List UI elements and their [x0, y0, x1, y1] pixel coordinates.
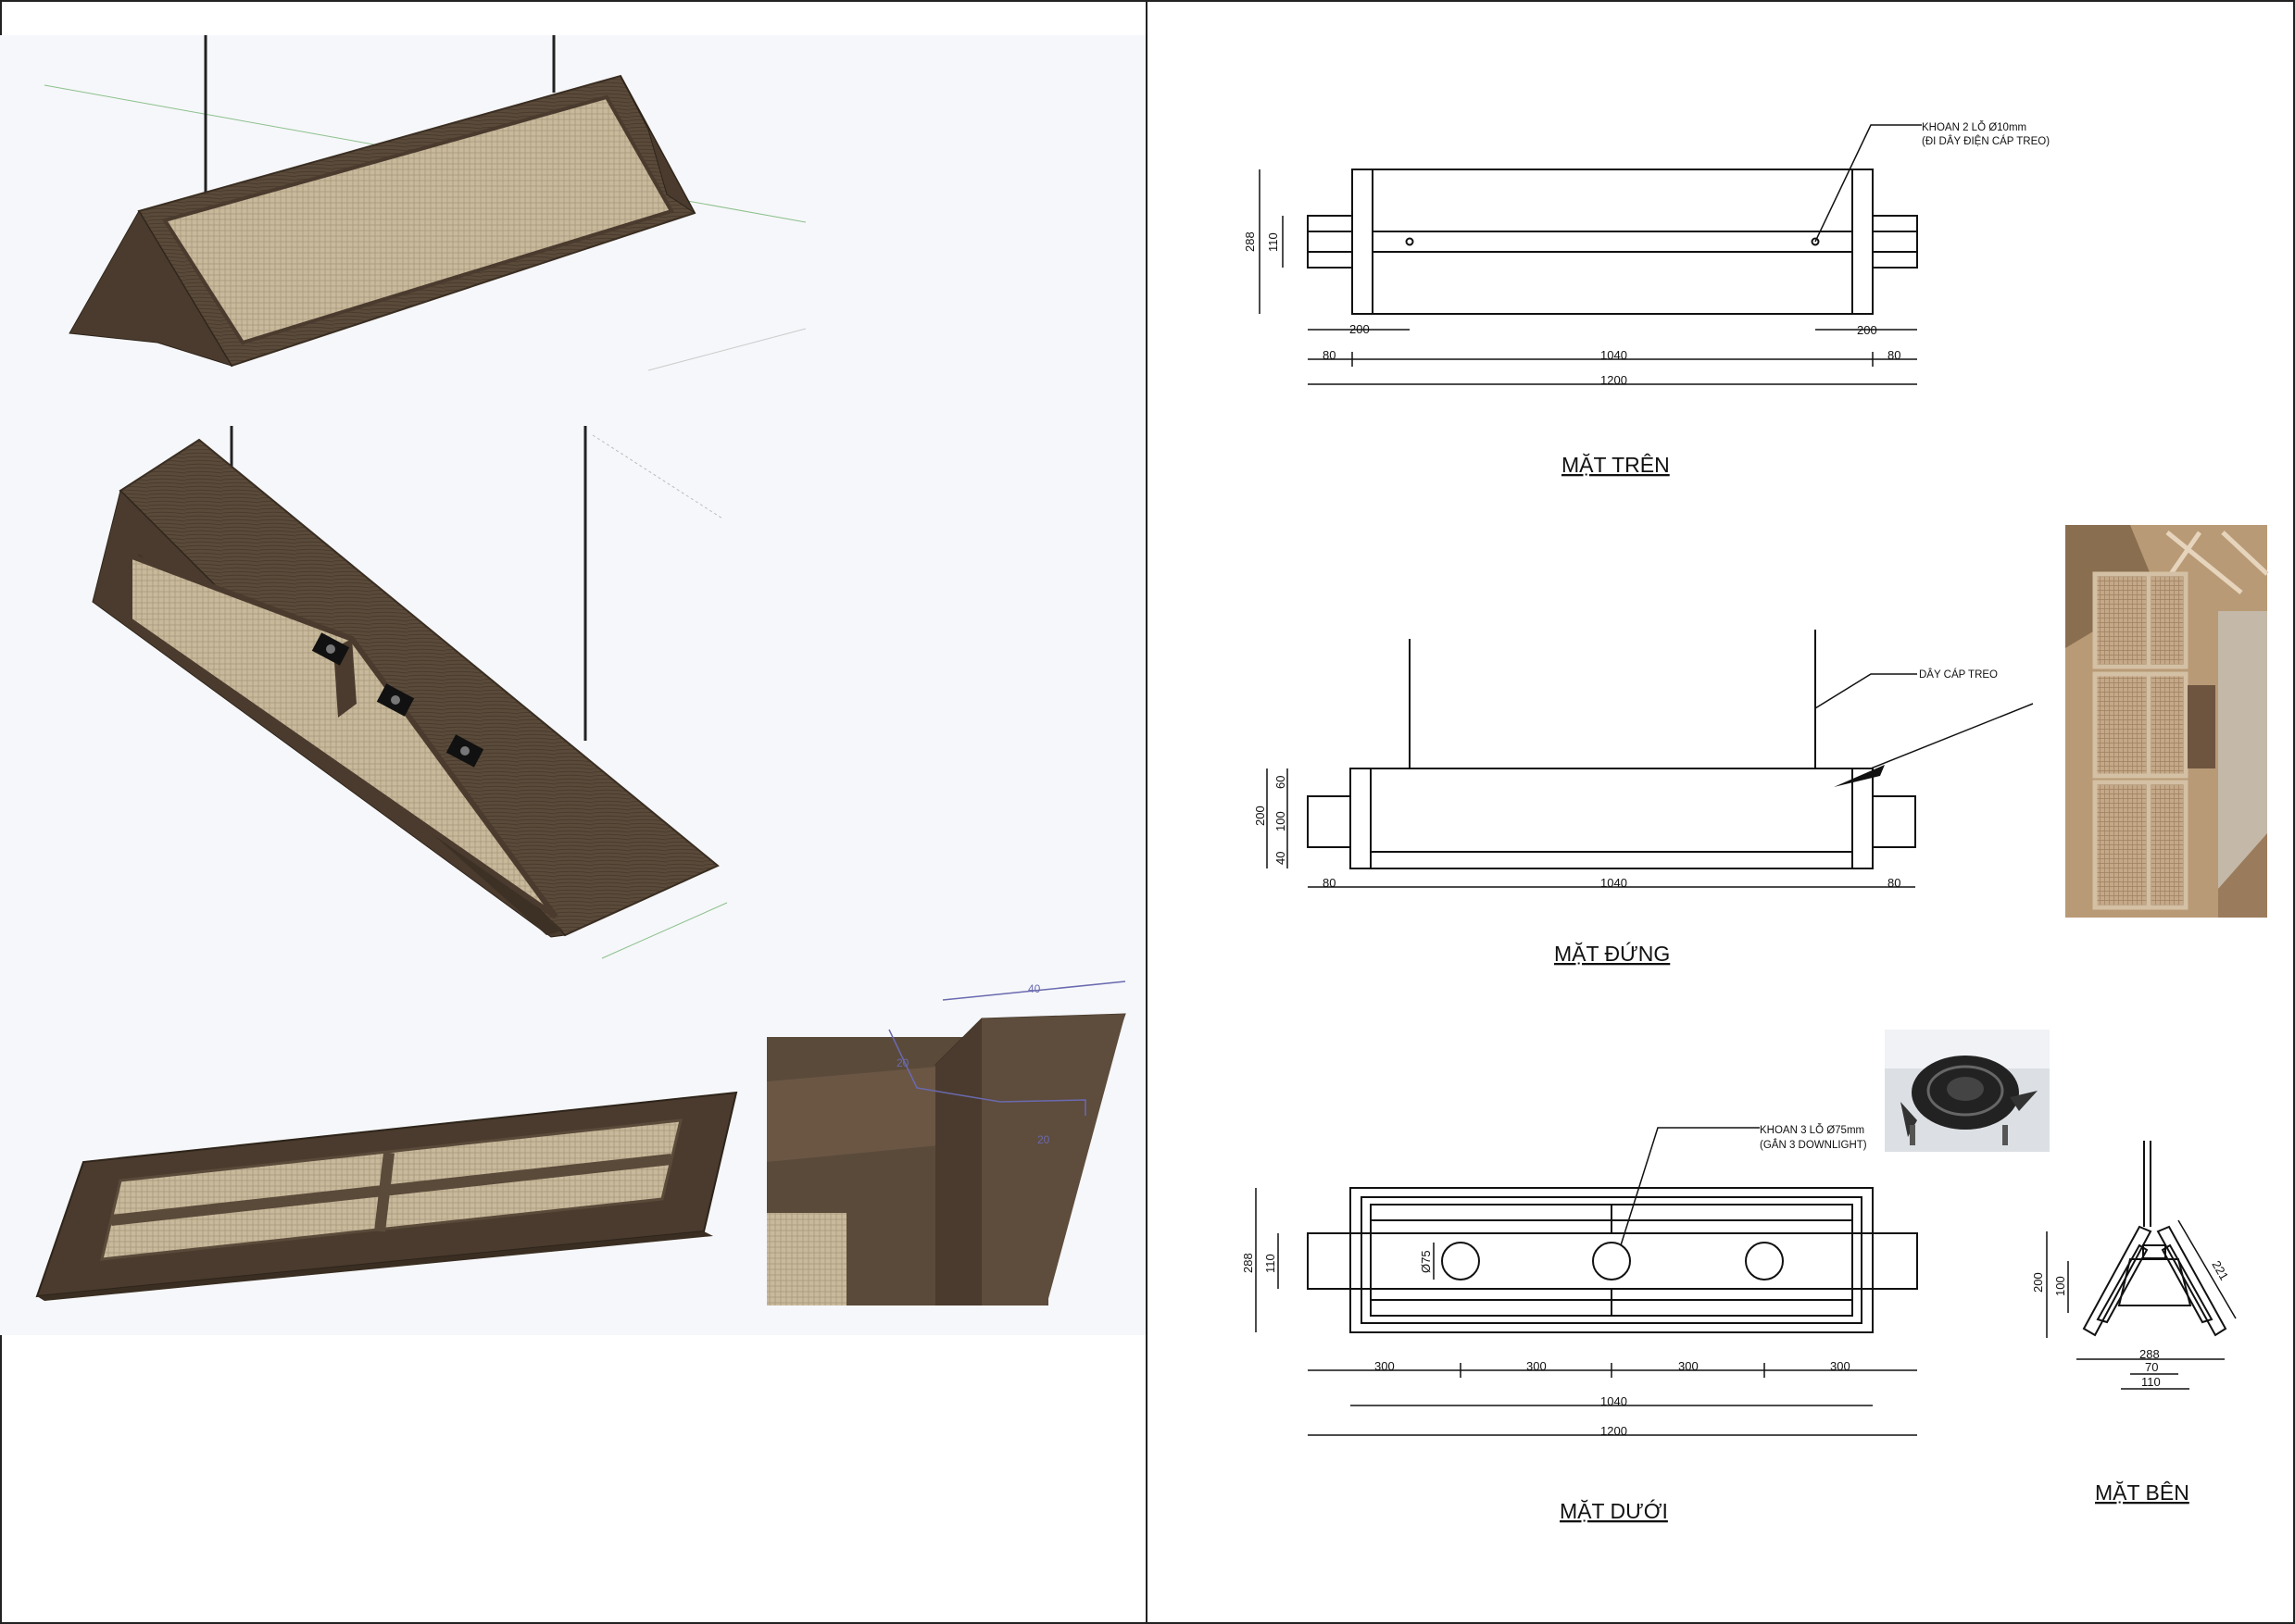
3d-renders: 40 20 20: [35, 35, 1126, 1305]
sheet-divider: [1146, 0, 1148, 1624]
render-panel-flat: [35, 1091, 738, 1301]
gable-end: [69, 210, 233, 367]
gable-end: [620, 75, 696, 214]
rattan-corner: [767, 1213, 847, 1305]
render-corner-detail: 40 20 20: [767, 981, 1126, 1305]
model-dim-depth: 20: [897, 1056, 909, 1069]
rattan-panel: [127, 551, 558, 919]
model-dim-width: 40: [1028, 982, 1041, 995]
render-top-view: [44, 35, 807, 371]
rattan-panel: [161, 94, 674, 345]
render-bottom-view: [92, 426, 728, 959]
model-dim-height: 20: [1037, 1133, 1050, 1146]
